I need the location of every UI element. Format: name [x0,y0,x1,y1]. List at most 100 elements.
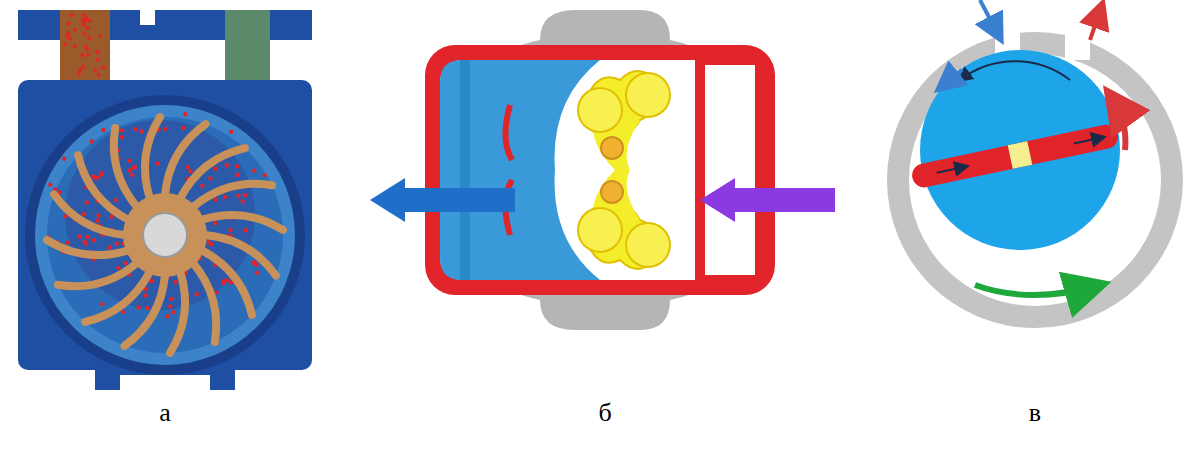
gas-bubble [83,19,87,23]
gas-bubble [208,176,212,180]
gas-bubble [229,130,233,134]
gas-bubble [188,169,192,173]
gas-bubble [181,126,185,130]
gas-bubble [236,193,240,197]
gas-bubble [93,68,97,72]
gas-bubble [163,127,167,131]
gas-bubble [82,22,86,26]
gas-bubble [214,167,218,171]
gas-bubble [200,184,204,188]
gas-bubble [144,293,148,297]
gas-bubble [86,26,90,30]
gas-bubble [255,271,259,275]
gas-bubble [70,13,74,17]
gas-bubble [63,42,67,46]
gas-bubble [169,297,173,301]
gas-bubble [67,31,71,35]
gas-bubble [101,128,105,132]
gas-bubble [77,72,81,76]
gas-bubble [82,32,86,36]
gas-bubble [213,221,217,225]
gas-bubble [120,128,124,132]
gas-bubble [130,173,134,177]
impeller-blade [193,184,272,207]
panel-letter: в [1029,398,1041,428]
gas-bubble [99,34,103,38]
gas-bubble [108,245,112,249]
gas-bubble [90,139,94,143]
impeller-blade [47,240,128,255]
impeller-blade [145,117,160,198]
gas-bubble [214,198,218,202]
liquid-ring-pump [18,10,312,390]
impeller-blade [170,272,185,353]
gas-bubble [235,172,239,176]
gas-bubble [84,200,88,204]
impeller-blade [114,128,137,207]
gas-bubble [225,163,229,167]
gas-bubble [252,260,256,264]
gas-bubble [240,199,244,203]
gas-bubble [86,53,90,57]
gas-bubble [228,228,232,232]
panel-letter: а [159,398,171,428]
gas-bubble [80,53,84,57]
gas-bubble [145,306,149,310]
gas-bubble [222,279,226,283]
gas-bubble [62,156,66,160]
gas-bubble [263,173,267,177]
gas-bubble [209,242,213,246]
gas-bubble [88,19,92,23]
gas-bubble [116,266,120,270]
gas-bubble [91,174,95,178]
roots-pump [370,10,835,330]
gas-bubble [139,129,143,133]
gas-bubble [186,165,190,169]
gas-bubble [109,215,113,219]
gas-bubble [86,235,90,239]
impeller-blade [202,215,283,230]
gas-bubble [120,135,124,139]
impeller-blade [193,263,216,342]
gas-bubble [91,238,95,242]
impeller-blade [58,263,137,286]
gas-bubble [96,213,100,217]
gas-bubble [82,212,86,216]
gas-bubble [136,305,140,309]
gas-bubble [97,73,101,77]
gas-bubble [168,304,172,308]
gas-bubble [96,58,100,62]
gas-bubble [127,159,131,163]
gas-bubble [84,241,88,245]
gas-bubble [155,161,159,165]
gas-bubble [77,234,81,238]
rotary-vane-pump [887,0,1183,328]
gas-bubble [133,127,137,131]
gas-bubble [252,168,256,172]
gas-bubble [96,218,100,222]
gas-bubble [48,182,52,186]
gas-bubble [223,195,227,199]
gas-bubble [96,50,100,54]
gas-bubble [66,21,70,25]
gas-bubble [114,198,118,202]
gas-bubble [128,168,132,172]
gas-bubble [73,28,77,32]
panel-letter: б [598,398,611,428]
gas-bubble [100,302,104,306]
gas-bubble [195,292,199,296]
gas-bubble [235,164,239,168]
gas-bubble [84,45,88,49]
gas-bubble [243,228,247,232]
gas-bubble [174,280,178,284]
gas-bubble [115,241,119,245]
gas-bubble [81,13,85,17]
gas-bubble [243,193,247,197]
gas-bubble [183,112,187,116]
gas-bubble [87,36,91,40]
gas-bubble [81,65,85,69]
gas-bubble [99,172,103,176]
gas-bubble [171,310,175,314]
gas-bubble [123,261,127,265]
